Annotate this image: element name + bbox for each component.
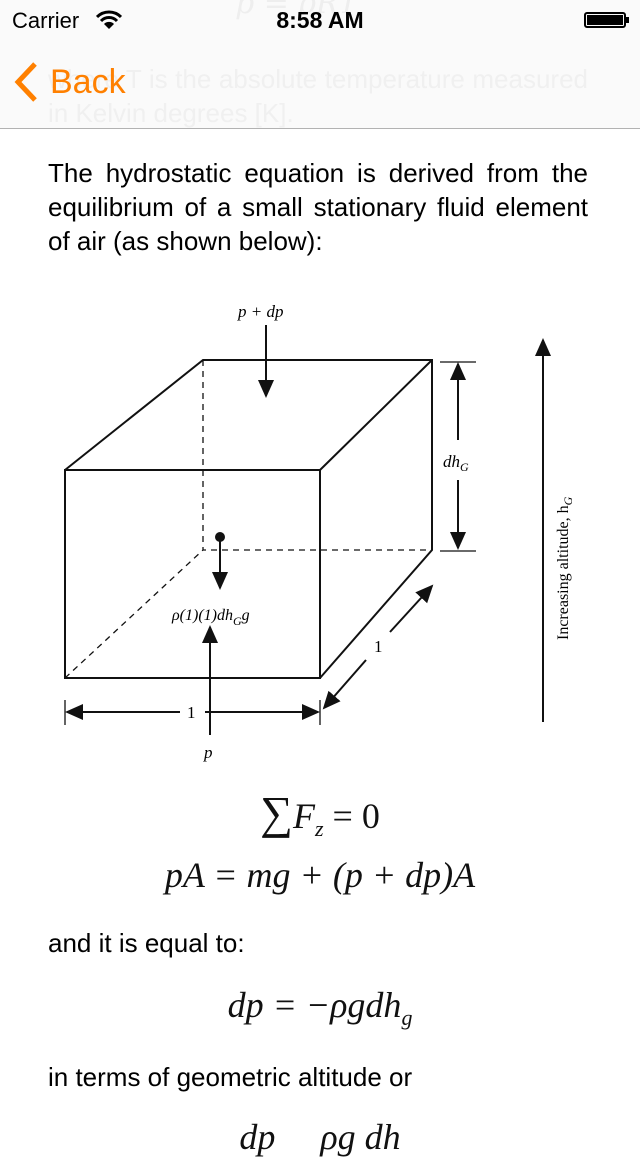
bottom-pressure-label: p xyxy=(203,743,213,762)
svg-text:1: 1 xyxy=(374,637,383,656)
back-button[interactable]: Back xyxy=(14,62,126,102)
box-edges xyxy=(64,359,433,679)
altitude-label: Increasing altitude, hG xyxy=(555,496,575,640)
svg-text:dhG: dhG xyxy=(443,452,469,474)
geometric-altitude-text: in terms of geometric altitude or xyxy=(48,1062,413,1092)
chevron-left-icon xyxy=(14,62,37,102)
clock: 8:58 AM xyxy=(276,7,364,33)
svg-text:ρ(1)(1)dhGg: ρ(1)(1)dhGg xyxy=(171,607,250,628)
top-pressure-label: p + dp xyxy=(237,302,283,321)
back-label: Back xyxy=(50,62,126,101)
status-bar: Carrier 8:58 AM xyxy=(0,0,640,40)
svg-text:1: 1 xyxy=(187,703,196,722)
fluid-element-diagram: p + dp dhG ρ(1)(1)dhGg p 1 1 Increasing … xyxy=(64,302,575,762)
pressure-equation: pA = mg + (p + dp)A xyxy=(164,855,476,895)
navigation-bar: p = ρRT where T is the absolute temperat… xyxy=(0,0,640,129)
equal-to-text: and it is equal to: xyxy=(48,928,245,958)
scrolled-equation: p = ρRT xyxy=(235,0,359,21)
partial-equation: dp ρg dh xyxy=(239,1117,401,1157)
force-balance-equation: ∑Fz = 0 xyxy=(260,787,380,842)
battery-icon xyxy=(584,12,629,28)
hydrostatic-equation: dp = −ρgdhg xyxy=(227,985,413,1031)
intro-paragraph: The hydrostatic equation is derived from… xyxy=(48,158,588,256)
carrier-label: Carrier xyxy=(12,8,80,33)
wifi-icon xyxy=(96,10,122,29)
depth-dimension xyxy=(322,659,367,710)
scrolled-text: where T is the absolute temperature meas… xyxy=(48,64,588,128)
